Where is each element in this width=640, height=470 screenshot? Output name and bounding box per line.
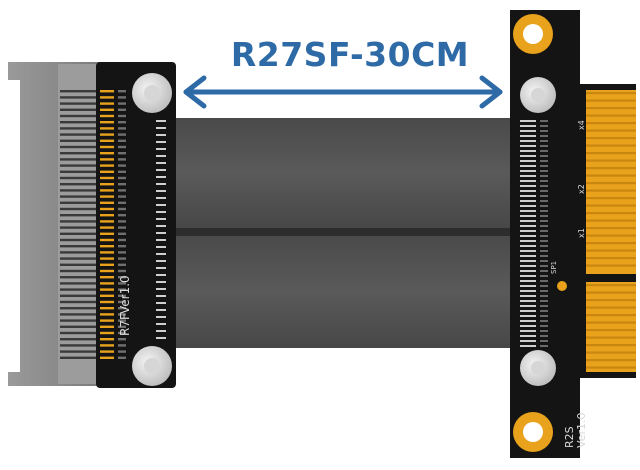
cable-length-title: R27SF-30CM <box>230 35 470 74</box>
left-solder-pads <box>100 90 166 359</box>
lane-label-x1: x1 <box>577 228 586 238</box>
length-arrow-icon <box>183 75 503 109</box>
left-connector-pins <box>60 90 100 359</box>
left-connector-housing <box>8 62 100 386</box>
ribbon-cable <box>150 118 530 348</box>
test-point-icon <box>557 281 567 291</box>
right-board-model: R2S <box>563 426 576 448</box>
part-label: SP1 <box>550 261 558 274</box>
right-pcb: x4 x2 x1 SP1 R2S Ver1.0 <box>510 10 636 458</box>
right-solder-pads <box>520 120 548 347</box>
lane-label-x2: x2 <box>577 184 586 194</box>
right-board-version: Ver1.0 <box>575 413 588 448</box>
left-board-version: Ver1.0 <box>118 275 132 314</box>
left-pcb: R7F Ver1.0 <box>96 62 176 388</box>
left-board-model: R7F <box>118 313 132 336</box>
pcie-gold-fingers <box>586 90 636 372</box>
lane-label-x4: x4 <box>577 120 586 130</box>
